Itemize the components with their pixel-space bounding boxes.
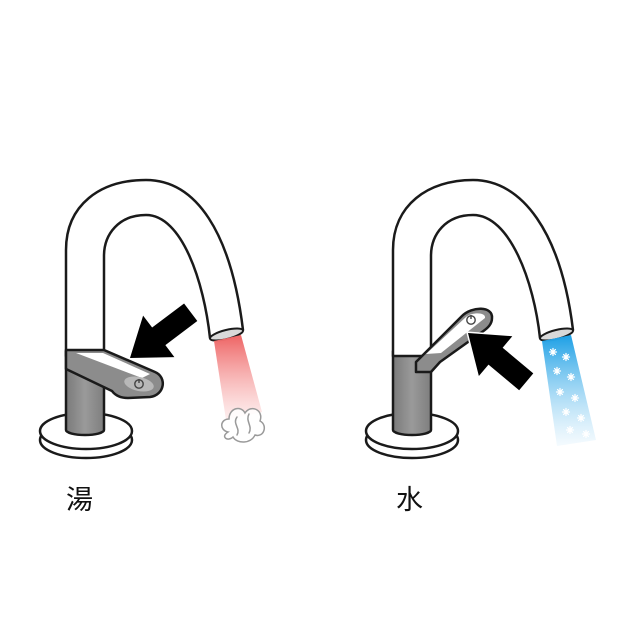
sparkle: [565, 425, 575, 435]
steam-icon: [221, 407, 266, 443]
sparkle: [566, 372, 576, 382]
sparkle: [548, 347, 558, 357]
sparkle: [561, 352, 571, 362]
faucet-spout: [391, 178, 575, 358]
sparkle: [555, 387, 565, 397]
sparkle: [581, 429, 591, 439]
hot-panel: 湯: [38, 178, 266, 516]
lever-pad: [124, 376, 154, 392]
sparkle: [561, 407, 571, 417]
sparkle: [570, 393, 580, 403]
power-icon: [134, 379, 144, 389]
lever-highlight: [76, 353, 150, 378]
hot-water-stream: [214, 335, 262, 420]
arrow-up-left-icon: [466, 331, 535, 392]
hot-label: 湯: [66, 485, 93, 516]
faucet-spout: [64, 178, 245, 358]
faucet-icon: [364, 178, 575, 460]
sparkle: [552, 366, 562, 376]
sparkle: [576, 413, 586, 423]
arrow-down-left-icon: [128, 301, 199, 360]
cold-panel: 水: [364, 178, 596, 516]
cold-label: 水: [396, 485, 423, 516]
power-icon: [466, 315, 476, 325]
